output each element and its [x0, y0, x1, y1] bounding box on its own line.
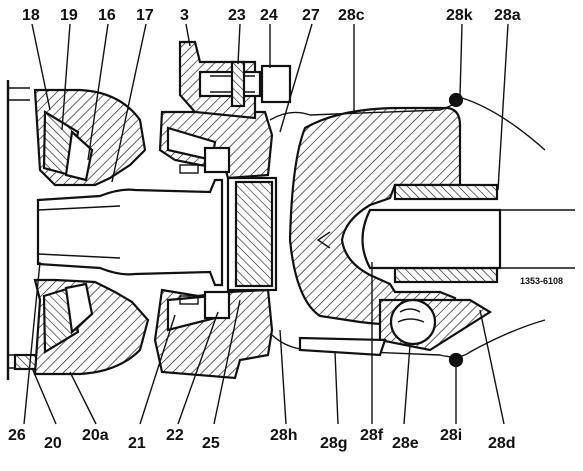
label-16: 16: [98, 7, 116, 24]
roller-lower: [64, 282, 94, 335]
label-3: 3: [180, 7, 189, 24]
roller-16: [64, 129, 94, 182]
spline-28a: [393, 183, 499, 201]
boot-fold-28g: [298, 336, 387, 357]
label-26: 26: [8, 427, 26, 444]
label-28k: 28k: [446, 7, 473, 24]
steering-knuckle: [33, 88, 150, 376]
label-24: 24: [260, 7, 278, 24]
label-20: 20: [44, 435, 62, 452]
label-28f: 28f: [360, 427, 384, 444]
label-27: 27: [302, 7, 320, 24]
label-28h: 28h: [270, 427, 298, 444]
bolt-head-24: [260, 64, 292, 104]
bottom-labels: 26 20 20a 21 22 25 28h 28g 28f 28e 28i 2…: [8, 427, 516, 452]
label-17: 17: [136, 7, 154, 24]
label-22: 22: [166, 427, 184, 444]
label-28i: 28i: [440, 427, 462, 444]
wheel-hub: [153, 110, 278, 380]
cv-ball-cage: [378, 298, 493, 352]
label-20a: 20a: [82, 427, 109, 444]
label-19: 19: [60, 7, 78, 24]
label-28c: 28c: [338, 7, 365, 24]
label-28d: 28d: [488, 435, 516, 452]
clamp-28i: [448, 352, 464, 368]
axle-shaft: [36, 178, 224, 287]
ball-28e: [389, 298, 437, 346]
cv-joint-housing: [288, 106, 575, 326]
top-labels: 18 19 16 17 3 23 24 27 28c 28k 28a: [22, 7, 521, 24]
label-18: 18: [22, 7, 40, 24]
label-23: 23: [228, 7, 246, 24]
inner-shaft-28f: [361, 208, 502, 270]
leader-lines: [23, 23, 509, 425]
washer-23: [230, 60, 246, 108]
label-28g: 28g: [320, 435, 348, 452]
mounting-bolt-24: [178, 40, 292, 120]
label-28a: 28a: [494, 7, 521, 24]
reference-code: 1353-6108: [520, 276, 563, 286]
clamp-28k: [448, 92, 464, 108]
label-25: 25: [202, 435, 220, 452]
label-21: 21: [128, 435, 146, 452]
label-28e: 28e: [392, 435, 419, 452]
cv-boot: [269, 92, 546, 368]
